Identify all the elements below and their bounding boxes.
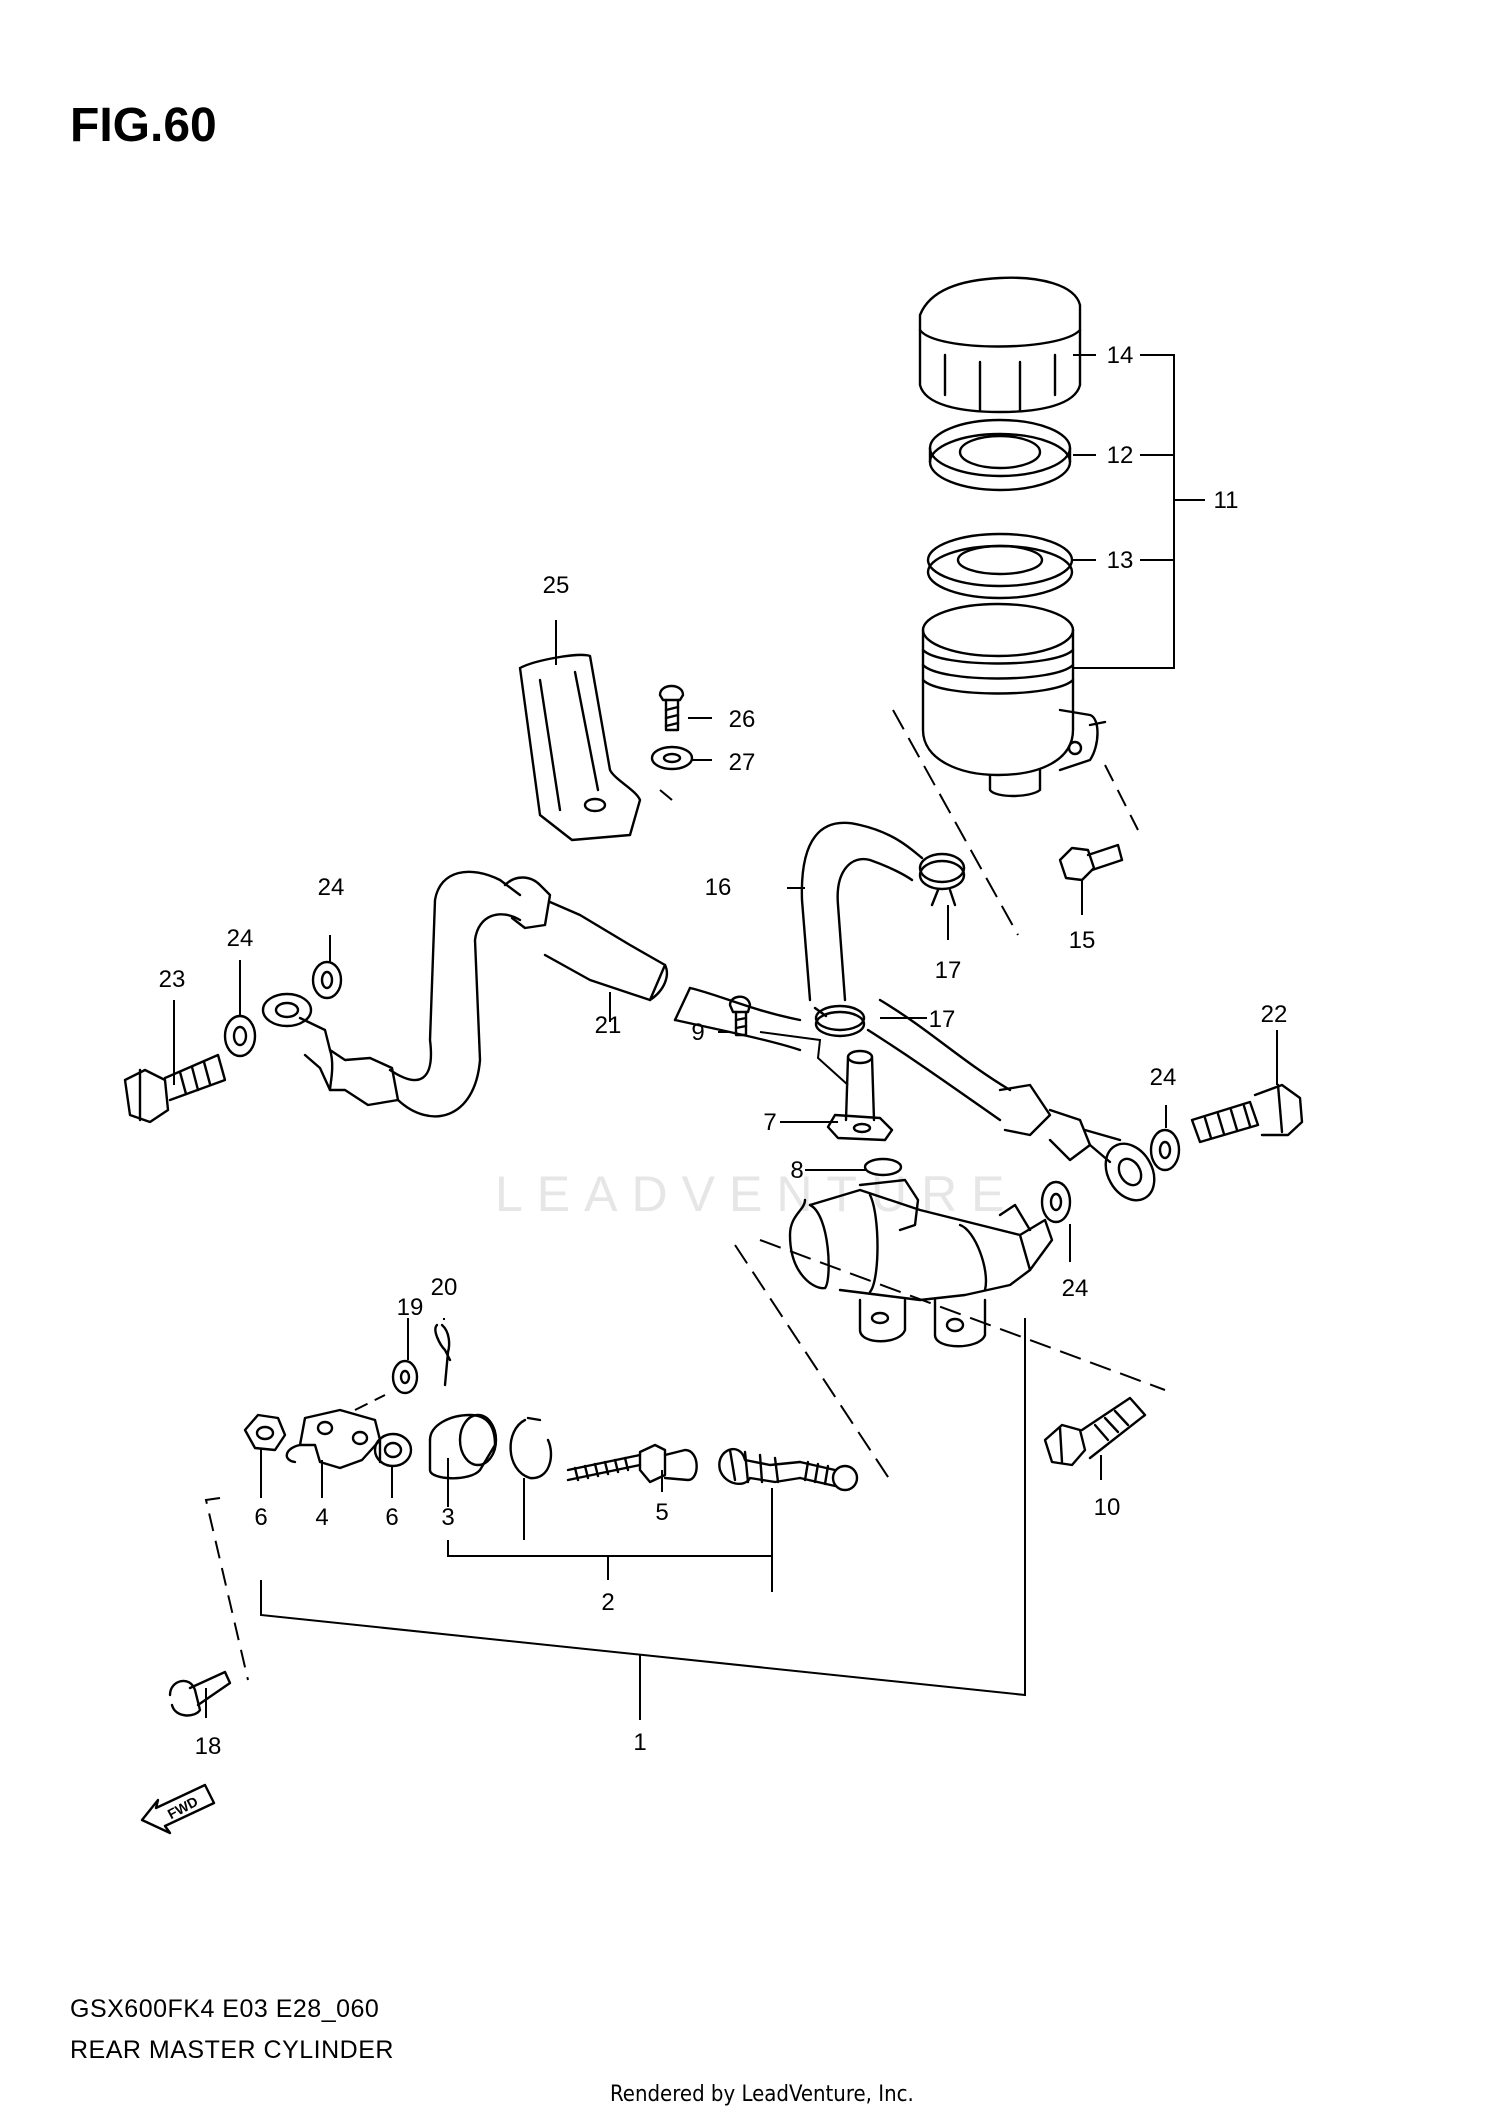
piston-spring (718, 1448, 859, 1492)
washer-24-right-b (1040, 1180, 1072, 1224)
washer-27 (650, 745, 694, 771)
callout-9: 9 (691, 1019, 704, 1046)
hose-clamp-lower (813, 1004, 866, 1038)
banjo-bolt-22 (1190, 1083, 1304, 1144)
callout-16: 16 (705, 874, 732, 901)
callout-6-right: 6 (385, 1504, 398, 1531)
reservoir-bracket (518, 653, 642, 842)
callout-15: 15 (1069, 927, 1096, 954)
callout-24-c: 24 (1150, 1064, 1177, 1091)
callout-26: 26 (729, 706, 756, 733)
hose-connector-7 (826, 1049, 894, 1142)
callout-18: 18 (195, 1733, 222, 1760)
callout-numbers: 1 2 3 4 5 6 6 7 8 9 10 11 12 13 14 15 16… (159, 342, 1288, 1822)
figure-label: FIG.60 (70, 99, 217, 152)
boot-3 (428, 1413, 498, 1480)
callout-22: 22 (1261, 1001, 1288, 1028)
callout-17-lower: 17 (929, 1006, 956, 1033)
callout-6-left: 6 (254, 1504, 267, 1531)
nut-6-right (373, 1432, 413, 1468)
reservoir-hose (800, 821, 924, 1002)
callout-23: 23 (159, 966, 186, 993)
mounting-bolt-10 (1043, 1396, 1147, 1467)
screw-26 (658, 684, 685, 732)
callout-25: 25 (543, 572, 570, 599)
diaphragm (926, 532, 1074, 600)
banjo-bolt-23 (123, 1053, 227, 1124)
callout-20: 20 (431, 1274, 458, 1301)
callout-4: 4 (315, 1504, 328, 1531)
master-cylinder-body (788, 1178, 1054, 1348)
brake-hose-right (866, 998, 1156, 1202)
clevis-pin-18 (168, 1670, 232, 1717)
callout-13: 13 (1107, 547, 1134, 574)
callout-5: 5 (655, 1499, 668, 1526)
diaphragm-plate (928, 418, 1072, 492)
watermark: LEADVENTURE (495, 1166, 1019, 1222)
banjo-fitting-left (261, 992, 400, 1107)
leader-lines (173, 354, 1278, 1720)
callout-1: 1 (633, 1729, 646, 1756)
circlip (509, 1416, 553, 1480)
o-ring-8 (863, 1157, 903, 1177)
bolt-15 (1058, 843, 1124, 882)
callout-19: 19 (397, 1294, 424, 1321)
washer-24-left-a (223, 1014, 257, 1058)
callout-11: 11 (1214, 487, 1239, 514)
diagram-title: REAR MASTER CYLINDER (70, 2036, 394, 2064)
push-rod-5 (566, 1443, 698, 1484)
washer-24-left-b (311, 960, 343, 1000)
reservoir-body (921, 602, 1107, 798)
callout-7: 7 (763, 1109, 776, 1136)
washer-24-right-a (1149, 1128, 1181, 1172)
reservoir-cap (918, 276, 1082, 414)
cotter-pin-20 (434, 1323, 452, 1387)
washer-19 (391, 1359, 419, 1395)
callout-27: 27 (729, 749, 756, 776)
callout-17-upper: 17 (935, 957, 962, 984)
fwd-arrow-icon (140, 1783, 216, 1835)
brake-hose-21 (388, 870, 802, 1118)
callout-14: 14 (1107, 342, 1134, 369)
callout-8: 8 (790, 1157, 803, 1184)
callout-3: 3 (441, 1504, 454, 1531)
callout-24-d: 24 (1062, 1275, 1089, 1302)
nut-6-left (243, 1413, 287, 1452)
screw-9 (728, 995, 752, 1037)
credit-line: Rendered by LeadVenture, Inc. (610, 2082, 914, 2107)
callout-12: 12 (1107, 442, 1134, 469)
callout-24-b: 24 (318, 874, 345, 901)
model-code: GSX600FK4 E03 E28_060 (70, 1995, 380, 2023)
callout-24-a: 24 (227, 925, 254, 952)
hose-clamp-upper (918, 852, 966, 907)
callout-10: 10 (1094, 1494, 1121, 1521)
clevis-4 (285, 1408, 382, 1470)
callout-2: 2 (601, 1589, 614, 1616)
callout-21: 21 (595, 1012, 622, 1039)
